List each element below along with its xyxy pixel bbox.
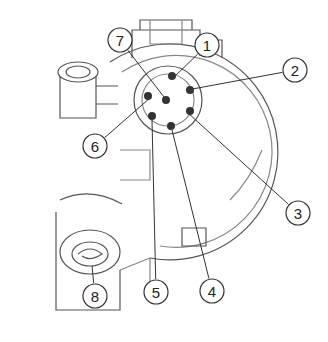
callout-circle <box>200 279 224 303</box>
callout-number: 4 <box>199 278 225 304</box>
callout-number: 6 <box>82 133 108 159</box>
callout-number: 1 <box>194 32 220 58</box>
callout-circle <box>83 134 107 158</box>
callout-number: 2 <box>282 57 308 83</box>
callout-circle <box>144 280 168 304</box>
callout-number: 5 <box>143 279 169 305</box>
leader-line <box>128 50 164 97</box>
leader-line <box>172 130 209 278</box>
callout-circle <box>83 284 107 308</box>
callout-number: 3 <box>285 200 311 226</box>
callout-circle <box>108 28 132 52</box>
callout-circle <box>283 58 307 82</box>
callout-circle <box>195 33 219 57</box>
leader-line <box>188 113 288 204</box>
leader-line <box>152 120 156 279</box>
leader-line <box>105 98 150 138</box>
leader-line <box>187 72 282 90</box>
leader-line <box>172 54 198 79</box>
callout-circle <box>286 201 310 225</box>
callout-number: 7 <box>107 27 133 53</box>
callout-number: 8 <box>82 283 108 309</box>
leader-line <box>92 266 94 283</box>
